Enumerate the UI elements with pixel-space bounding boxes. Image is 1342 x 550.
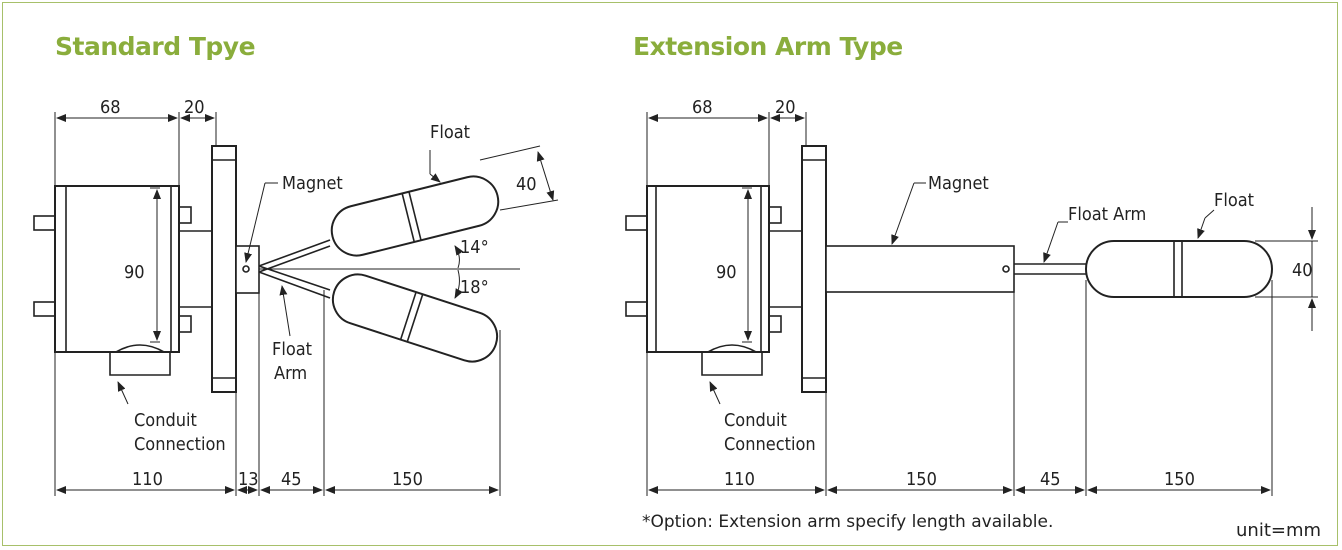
option-note: *Option: Extension arm specify length av… [642, 512, 1054, 532]
magnet-label: Magnet [928, 173, 989, 194]
extension-labels: Magnet Float Arm Float Conduit Connectio… [692, 97, 1313, 490]
conduit-connection [701, 352, 763, 376]
housing-body [54, 185, 180, 353]
dim-68: 68 [100, 97, 121, 118]
extension-drawing [625, 145, 1273, 393]
stud [33, 215, 56, 231]
magnet-block [235, 245, 260, 294]
flange [211, 145, 237, 393]
magnet-label: Magnet [282, 173, 343, 194]
unit-label: unit=mm [1236, 520, 1322, 541]
standard-dimension-lines [54, 112, 559, 496]
upper-float [330, 175, 500, 257]
dim-150-float: 150 [1164, 469, 1195, 490]
dim-110: 110 [724, 469, 755, 490]
dim-150: 150 [392, 469, 423, 490]
stud [33, 301, 56, 317]
extension-type-title: Extension Arm Type [633, 32, 903, 61]
lower-float [331, 273, 499, 363]
dim-150-arm: 150 [906, 469, 937, 490]
standard-type-title: Standard Tpye [55, 32, 256, 61]
conduit-label-1: Conduit [134, 410, 197, 431]
housing-body [646, 185, 770, 353]
conduit-connection [109, 352, 171, 376]
dim-20: 20 [184, 97, 205, 118]
dim-90: 90 [716, 262, 737, 283]
float-arm-label: Float Arm [1068, 204, 1146, 225]
dim-68: 68 [692, 97, 713, 118]
angle-18: 18° [460, 277, 489, 298]
standard-labels: Float Magnet Float Arm Conduit Connectio… [100, 97, 537, 490]
dim-45: 45 [281, 469, 302, 490]
float-arm-label-1: Float [272, 339, 312, 360]
angle-14: 14° [460, 237, 489, 258]
float-label: Float [1214, 190, 1254, 211]
conduit-label-1: Conduit [724, 410, 787, 431]
dim-40: 40 [1292, 260, 1313, 281]
flange [801, 145, 827, 393]
float [1085, 240, 1273, 298]
dim-13: 13 [238, 469, 259, 490]
dim-110: 110 [132, 469, 163, 490]
dim-40: 40 [516, 174, 537, 195]
extension-arm [825, 245, 1015, 293]
float-label: Float [430, 122, 470, 143]
conduit-label-2: Connection [724, 434, 816, 455]
dim-20: 20 [775, 97, 796, 118]
extension-dimension-lines [646, 112, 1318, 496]
conduit-label-2: Connection [134, 434, 226, 455]
dim-90: 90 [124, 262, 145, 283]
float-arm-label-2: Arm [274, 363, 307, 384]
dim-45: 45 [1040, 469, 1061, 490]
